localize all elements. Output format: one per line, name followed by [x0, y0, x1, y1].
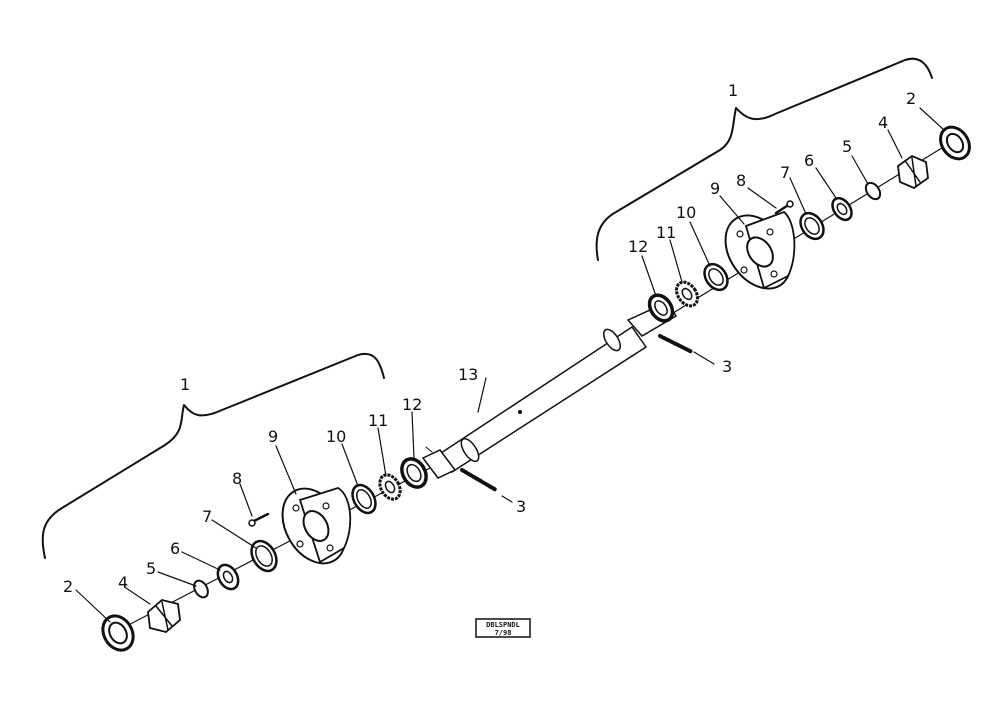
left-nut	[147, 599, 181, 633]
left-outer-bearing	[216, 563, 240, 591]
right-outer-bearing	[831, 196, 853, 222]
right-nut	[897, 154, 929, 190]
callout-right-outer-race: 7	[780, 163, 790, 182]
left-stud	[248, 512, 270, 527]
right-inner-race	[703, 262, 729, 292]
callout-right-inner-race: 10	[676, 203, 696, 222]
left-assembly-bracket	[41, 352, 385, 559]
left-washer	[193, 579, 209, 599]
right-washer	[864, 181, 882, 201]
callout-left-stud: 8	[232, 469, 242, 488]
callout-right-washer: 5	[842, 137, 852, 156]
callout-left-inner-bearing: 11	[368, 411, 388, 430]
right-seal	[647, 293, 675, 323]
left-hub	[281, 487, 352, 565]
leader-lines	[75, 107, 945, 623]
callout-left-outer-bearing: 6	[170, 539, 180, 558]
stamp-line-2: 7/98	[495, 629, 512, 637]
right-inner-bearing	[675, 280, 699, 308]
left-pin	[460, 468, 498, 492]
callout-right-stud: 8	[736, 171, 746, 190]
callout-right-hub: 9	[710, 179, 720, 198]
callout-spindle: 13	[458, 365, 478, 384]
callout-left-assembly: 1	[180, 375, 190, 394]
right-hub	[724, 210, 796, 290]
callout-right-outer-bearing: 6	[804, 151, 814, 170]
drawing-stamp: DBLSPNDL 7/98	[475, 618, 531, 638]
callout-right-cap: 2	[906, 89, 916, 108]
callout-right-nut: 4	[878, 113, 888, 132]
callout-right-assembly: 1	[728, 81, 738, 100]
callout-left-cap: 2	[63, 577, 73, 596]
callout-left-nut: 4	[118, 573, 128, 592]
callout-right-pin: 3	[722, 357, 732, 376]
callout-left-hub: 9	[268, 427, 278, 446]
left-seal	[400, 457, 428, 489]
left-inner-race	[351, 483, 377, 515]
right-outer-race	[799, 211, 825, 241]
callout-right-inner-bearing: 11	[656, 223, 676, 242]
callout-left-washer: 5	[146, 559, 156, 578]
callout-left-pin: 3	[516, 497, 526, 516]
right-stud	[774, 200, 794, 215]
right-pin	[658, 334, 694, 354]
callout-left-outer-race: 7	[202, 507, 212, 526]
spindle-shaft	[421, 301, 678, 479]
left-cap	[101, 614, 135, 652]
left-outer-race	[250, 539, 278, 573]
callout-right-seal: 12	[628, 237, 648, 256]
callout-left-seal: 12	[402, 395, 422, 414]
left-inner-bearing	[378, 473, 402, 501]
callout-left-inner-race: 10	[326, 427, 346, 446]
right-assembly-bracket	[595, 57, 933, 261]
right-cap	[939, 125, 971, 161]
stamp-line-1: DBLSPNDL	[486, 621, 520, 629]
